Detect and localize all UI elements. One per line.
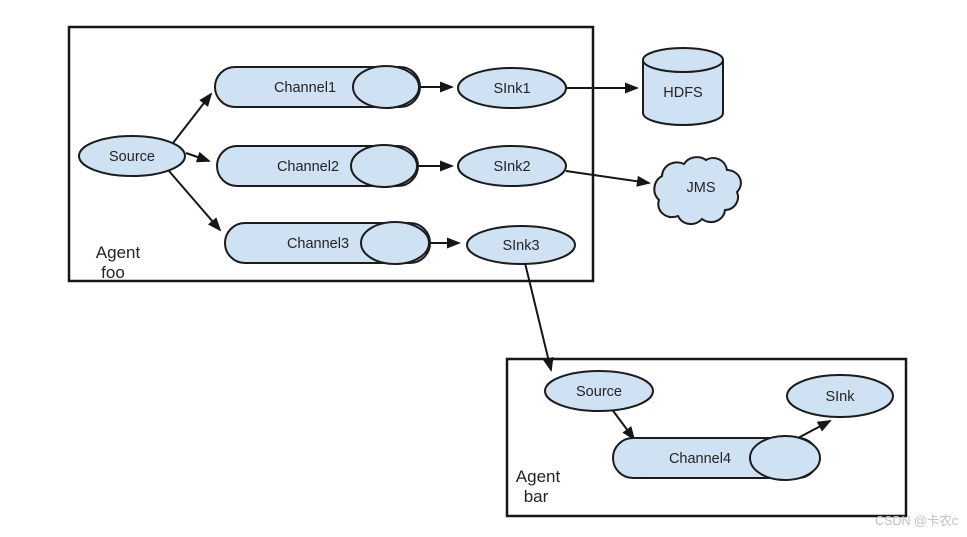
channel2-endpoint-circle — [350, 144, 418, 188]
sink2-node — [457, 145, 567, 187]
foo-source-node — [78, 135, 186, 177]
channel2-label: Channel2 — [277, 159, 339, 175]
agent-bar-label-line1: Agent — [516, 467, 561, 486]
jms-label: JMS — [687, 180, 716, 196]
channel3-label: Channel3 — [287, 236, 349, 252]
sink3-node — [466, 225, 576, 265]
bar-sink-label: SInk — [825, 389, 855, 405]
arrow-source-to-channel3 — [168, 170, 222, 232]
bar-source-node — [544, 370, 654, 412]
hdfs-label: HDFS — [663, 85, 702, 101]
arrow-channel4-to-bar-sink — [797, 420, 832, 439]
agent-foo-box — [67, 25, 595, 283]
foo-source-label: Source — [109, 149, 155, 165]
channel1-endpoint-circle — [352, 65, 420, 109]
jms-cloud — [653, 156, 742, 225]
csdn-watermark: CSDN @卡农c — [875, 514, 958, 528]
sink1-label: SInk1 — [493, 81, 530, 97]
sink1-node — [457, 67, 567, 109]
agent-foo-label-line1: Agent — [96, 243, 141, 262]
agent-bar-box — [505, 357, 908, 518]
arrow-sink2-to-jms — [565, 170, 651, 187]
sink3-label: SInk3 — [502, 238, 539, 254]
bar-source-label: Source — [576, 384, 622, 400]
arrow-source-to-channel1 — [172, 92, 213, 144]
arrow-bar-source-to-channel4 — [610, 407, 636, 441]
sink2-label: SInk2 — [493, 159, 530, 175]
bar-sink-node — [786, 374, 894, 418]
agent-foo-label-line2: foo — [101, 263, 125, 282]
channel4-endpoint-circle — [749, 435, 821, 481]
channel1-label: Channel1 — [274, 80, 336, 96]
hdfs-cylinder — [642, 47, 724, 126]
channel4-label: Channel4 — [669, 451, 731, 467]
channel3-endpoint-circle — [360, 221, 430, 265]
arrow-sink3-to-bar-source — [524, 262, 554, 372]
agent-bar-label-line2: bar — [524, 487, 549, 506]
arrow-source-to-channel2 — [185, 151, 211, 163]
